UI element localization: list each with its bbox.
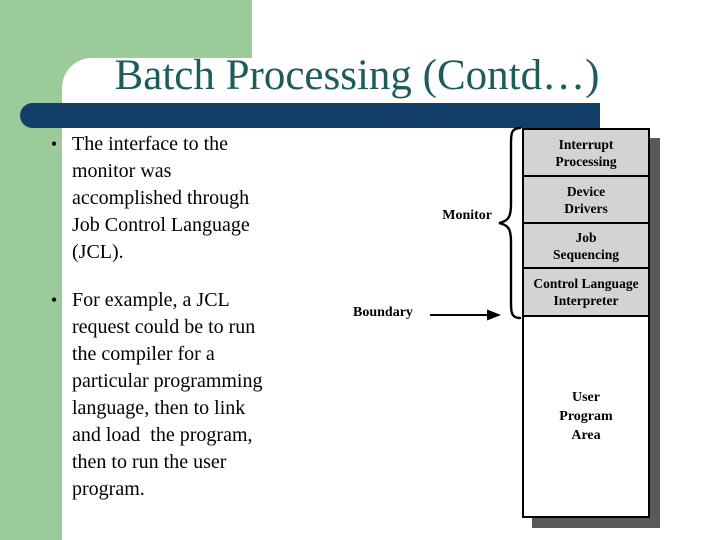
monitor-brace-icon — [498, 126, 522, 320]
bullet-item: • For example, a JCL request could be to… — [36, 287, 292, 503]
memory-section-user-program-area: User Program Area — [524, 317, 648, 516]
memory-section-control-language-interpreter: Control Language Interpreter — [524, 269, 648, 317]
bullet-dot-icon: • — [50, 134, 58, 154]
green-left-band — [0, 0, 62, 540]
memory-layout-diagram: Interrupt Processing Device Drivers Job … — [522, 128, 650, 518]
bullet-text: For example, a JCL request could be to r… — [72, 289, 263, 500]
bullet-text: The interface to the monitor was accompl… — [72, 133, 250, 263]
memory-section-interrupt-processing: Interrupt Processing — [524, 130, 648, 177]
bullet-dot-icon: • — [50, 290, 58, 310]
boundary-label: Boundary — [353, 305, 413, 320]
bullet-item: • The interface to the monitor was accom… — [36, 131, 292, 266]
memory-section-job-sequencing: Job Sequencing — [524, 224, 648, 269]
memory-section-device-drivers: Device Drivers — [524, 177, 648, 224]
page-title: Batch Processing (Contd…) — [114, 52, 600, 99]
boundary-arrow-icon — [430, 309, 501, 321]
title-underline-bar — [20, 103, 600, 128]
bullet-list: • The interface to the monitor was accom… — [36, 131, 292, 524]
monitor-label: Monitor — [442, 208, 492, 223]
